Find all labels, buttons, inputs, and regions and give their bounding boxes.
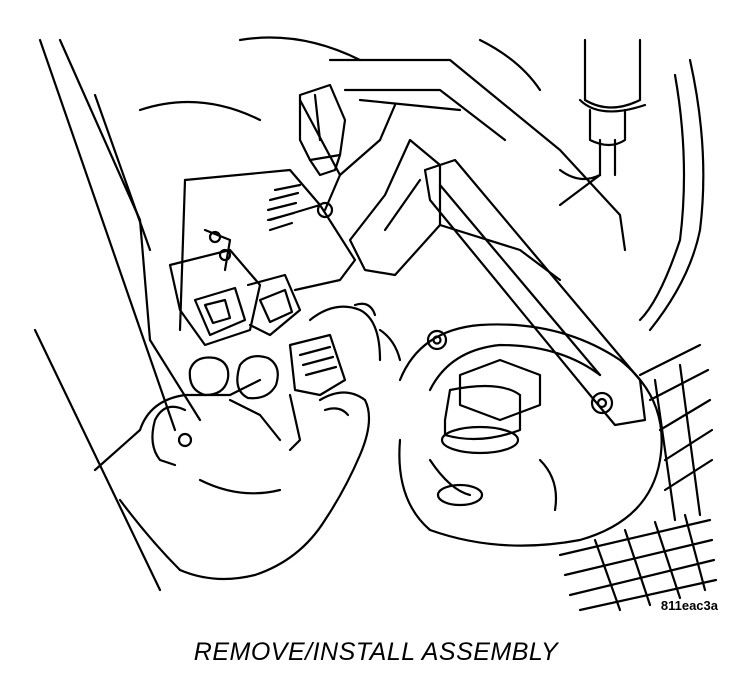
mounting-bracket <box>178 58 627 332</box>
upper-connector <box>298 83 347 177</box>
spring <box>266 183 334 232</box>
left-connectors <box>168 228 302 347</box>
figure-code: 811eac3a <box>660 598 718 613</box>
background-panel-lines <box>33 36 705 592</box>
hand <box>93 355 371 581</box>
figure-caption: REMOVE/INSTALL ASSEMBLY <box>193 638 559 666</box>
floor-mat <box>558 343 718 612</box>
cylinder-opening <box>398 323 663 547</box>
lever-arm <box>423 158 647 427</box>
support-column <box>558 38 647 207</box>
sensor-with-wire <box>288 302 402 452</box>
